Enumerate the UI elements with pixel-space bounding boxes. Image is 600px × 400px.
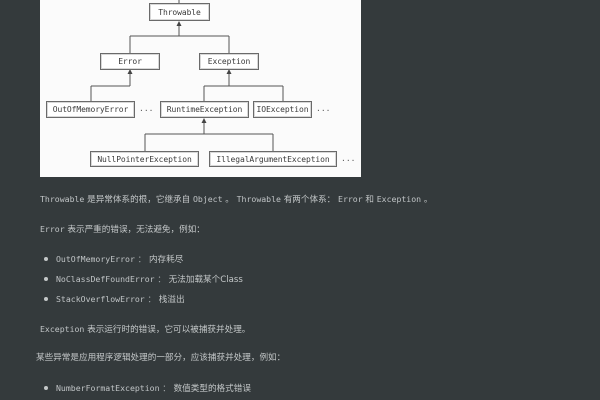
list-item-exception: NumberFormatException ： 数值类型的格式错误 — [44, 382, 251, 395]
ellipsis-runtime-children: ... — [341, 154, 356, 163]
code-error-name: NoClassDefFoundError — [56, 274, 155, 284]
paragraph-exception-description: Exception 表示运行时的错误，它可以被捕获并处理。 — [40, 323, 250, 336]
diagram-connectors — [90, 0, 284, 151]
code-error-name: StackOverflowError — [56, 294, 145, 304]
code-error-name: OutOfMemoryError — [56, 254, 135, 264]
code-exception-name: NumberFormatException — [56, 383, 160, 393]
code-exception: Exception — [376, 194, 422, 204]
paragraph-throwable-root: Throwable 是异常体系的根，它继承自 Object 。 Throwabl… — [40, 193, 432, 206]
ellipsis-exception-children: ... — [316, 104, 331, 113]
bullet-icon — [44, 385, 48, 390]
code-error: Error — [40, 224, 65, 234]
code-exception: Exception — [40, 324, 85, 334]
error-description: 栈溢出 — [158, 295, 185, 305]
separator: ： — [154, 275, 169, 285]
exception-description: 数值类型的格式错误 — [173, 384, 251, 394]
code-object: Object — [192, 194, 223, 204]
separator: ： — [134, 255, 149, 265]
text: 。 — [421, 195, 433, 205]
code-throwable: Throwable — [40, 194, 85, 204]
list-item-error: NoClassDefFoundError ： 无法加载某个Class — [44, 273, 243, 286]
text: 表示运行时的错误，它可以被捕获并处理。 — [84, 325, 251, 335]
bullet-icon — [44, 296, 48, 301]
node-runtime-exception: RuntimeException — [160, 101, 249, 118]
text: 有两个体系： — [280, 195, 339, 205]
text: 某些异常是应用程序逻辑处理的一部分，应该捕获并处理，例如： — [36, 353, 286, 363]
ellipsis-error-children: ... — [139, 104, 154, 113]
text: 是异常体系的根，它继承自 — [84, 195, 193, 205]
text: 。 — [222, 195, 237, 205]
node-illegal-argument-exception: IllegalArgumentException — [209, 151, 337, 167]
node-io-exception: IOException — [253, 101, 312, 118]
node-error: Error — [100, 53, 160, 70]
error-description: 无法加载某个Class — [168, 275, 243, 285]
text: 和 — [362, 195, 377, 205]
paragraph-error-description: Error 表示严重的错误，无法避免，例如： — [40, 223, 205, 236]
error-description: 内存耗尽 — [148, 255, 184, 265]
list-item-error: StackOverflowError ： 栈溢出 — [44, 293, 185, 306]
code-error: Error — [338, 194, 363, 204]
separator: ： — [159, 384, 174, 394]
node-throwable: Throwable — [149, 3, 210, 21]
list-item-error: OutOfMemoryError ： 内存耗尽 — [44, 253, 183, 266]
node-null-pointer-exception: NullPointerException — [90, 151, 199, 167]
exception-hierarchy-diagram: Throwable Error Exception OutOfMemoryErr… — [40, 0, 361, 177]
bullet-icon — [44, 276, 48, 281]
node-out-of-memory-error: OutOfMemoryError — [46, 101, 135, 118]
separator: ： — [144, 295, 159, 305]
text: 表示严重的错误，无法避免，例如： — [64, 225, 205, 235]
node-exception: Exception — [199, 53, 259, 70]
bullet-icon — [44, 256, 48, 261]
code-throwable: Throwable — [236, 194, 281, 204]
arrowheads — [127, 21, 232, 123]
paragraph-logic-exceptions: 某些异常是应用程序逻辑处理的一部分，应该捕获并处理，例如： — [36, 352, 285, 364]
